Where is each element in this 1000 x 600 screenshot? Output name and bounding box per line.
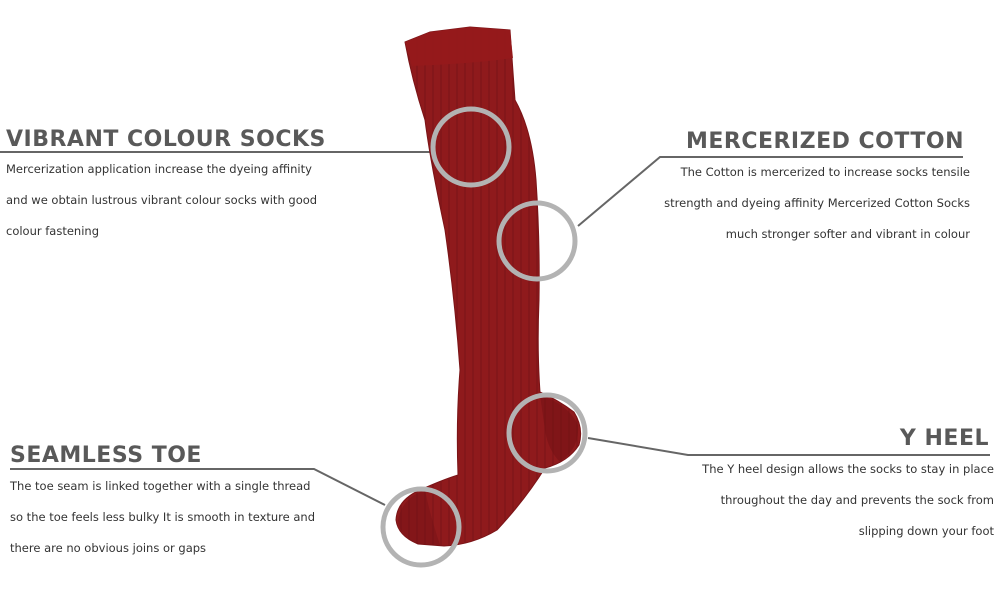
leader-line-cotton: [577, 156, 963, 227]
heading-y-heel: Y HEEL: [899, 426, 989, 451]
heading-seamless-toe: SEAMLESS TOE: [10, 443, 202, 468]
highlight-circle-cotton: [496, 200, 578, 282]
sock-cuff: [405, 27, 513, 66]
highlight-circle-toe: [380, 486, 462, 568]
heading-mercerized-cotton: MERCERIZED COTTON: [685, 129, 964, 154]
sock-body: [395, 26, 582, 547]
description-mercerized-cotton: The Cotton is mercerized to increase soc…: [664, 165, 970, 241]
highlight-circle-heel: [506, 392, 588, 474]
description-y-heel: The Y heel design allows the socks to st…: [702, 462, 994, 538]
sock-toe: [398, 490, 440, 545]
description-vibrant-colour-socks: Mercerization application increase the d…: [6, 162, 318, 238]
highlight-circle-vibrant: [430, 106, 512, 188]
sock-heel: [540, 395, 579, 462]
leader-line-toe: [10, 468, 386, 506]
description-seamless-toe: The toe seam is linked together with a s…: [10, 479, 316, 555]
heading-vibrant-colour-socks: VIBRANT COLOUR SOCKS: [6, 127, 326, 152]
leader-line-heel: [587, 437, 990, 456]
